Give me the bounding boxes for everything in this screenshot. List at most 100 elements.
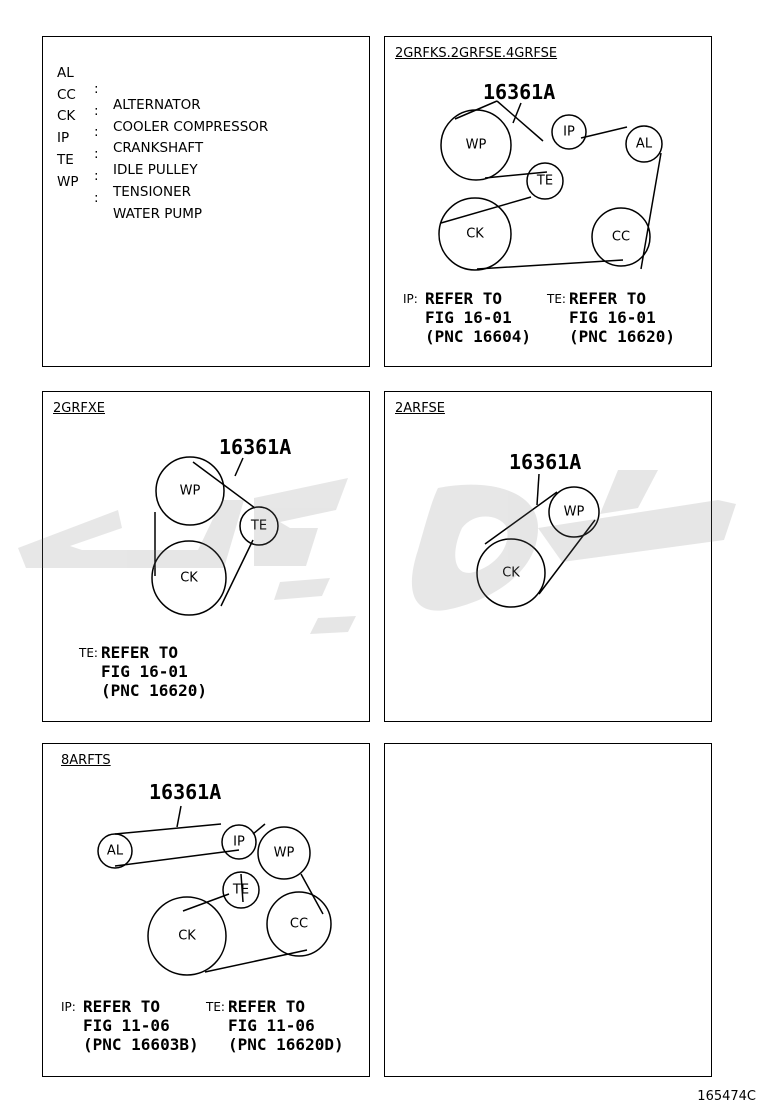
note-line: (PNC 16620)	[569, 327, 675, 346]
legend-name: CRANKSHAFT	[113, 140, 204, 156]
legend-colon: :	[94, 190, 99, 206]
pulley-label: IP	[563, 125, 575, 140]
note-line: (PNC 16603B)	[83, 1035, 199, 1054]
legend-row: CK : CRANKSHAFT	[57, 92, 203, 172]
reference-note: IP: REFER TO FIG 11-06 (PNC 16603B)	[61, 997, 201, 1057]
empty-panel	[384, 743, 712, 1077]
pulley-label: CK	[466, 227, 484, 242]
pulley-label: TE	[250, 519, 267, 534]
pulley-cc	[591, 207, 651, 267]
note-line: FIG 11-06	[228, 1016, 315, 1035]
legend-name: IDLE PULLEY	[113, 162, 198, 178]
note-line: REFER TO	[425, 289, 503, 308]
pulley-label: WP	[564, 505, 585, 520]
part-leader-line	[536, 473, 540, 506]
note-line: FIG 16-01	[569, 308, 656, 327]
legend-code: IP	[57, 130, 70, 146]
pulley-ck	[438, 197, 512, 271]
belt-diagram-panel: 2ARFSE WP CK 16361A	[384, 391, 712, 722]
pulley-label: TE	[232, 883, 249, 898]
belt-routing-diagram: WP IP AL TE CK CC 16361A	[438, 80, 663, 271]
legend-name: ALTERNATOR	[113, 97, 201, 113]
part-number: 16361A	[483, 80, 555, 104]
part-number: 16361A	[149, 780, 221, 804]
pulley-ip	[221, 824, 257, 860]
pulley-label: WP	[274, 846, 295, 861]
belt-routing-diagram: WP TE CK 16361A	[151, 435, 291, 616]
reference-note: IP: REFER TO FIG 16-01 (PNC 16604)	[403, 289, 543, 349]
pulley-te	[526, 162, 564, 200]
part-leader-line	[512, 102, 522, 124]
note-line: FIG 16-01	[425, 308, 512, 327]
note-line: (PNC 16620)	[101, 681, 207, 700]
note-line: REFER TO	[569, 289, 647, 308]
pulley-ip	[551, 114, 587, 150]
pulley-label: TE	[536, 174, 553, 189]
legend-row: TE : TENSIONER	[57, 136, 191, 216]
legend-name: COOLER COMPRESSOR	[113, 119, 269, 135]
reference-note: TE: REFER TO FIG 16-01 (PNC 16620)	[547, 289, 697, 349]
legend-colon: :	[94, 168, 99, 184]
legend-colon: :	[94, 81, 99, 97]
legend-colon: :	[94, 103, 99, 119]
pulley-label: WP	[466, 138, 487, 153]
legend-colon: :	[94, 146, 99, 162]
belt-diagram-panel: 2GRFKS.2GRFSE.4GRFSE WP IP AL TE CK CC 1…	[384, 36, 712, 367]
engine-code-title: 2ARFSE	[395, 401, 445, 416]
legend-row: CC : COOLER COMPRESSOR	[57, 71, 268, 151]
pulley-label: IP	[233, 835, 245, 850]
note-tag: IP:	[61, 1000, 76, 1014]
note-tag: TE:	[547, 292, 566, 306]
belt-diagram-panel: 2GRFXE WP TE CK 16361A TE: REFER TO FIG …	[42, 391, 370, 722]
belt-diagram-panel: 8ARFTS AL IP WP TE CK CC 16361A IP: REFE…	[42, 743, 370, 1077]
legend-code: WP	[57, 174, 79, 190]
pulley-ck	[147, 896, 227, 976]
legend-panel: AL : ALTERNATOR CC : COOLER COMPRESSOR C…	[42, 36, 370, 367]
pulley-wp	[548, 486, 600, 538]
pulley-cc	[266, 891, 332, 957]
engine-code-title: 8ARFTS	[61, 753, 111, 768]
drive-belt	[440, 100, 662, 270]
note-tag: TE:	[206, 1000, 225, 1014]
pulley-label: AL	[636, 137, 653, 152]
pulley-wp	[257, 826, 311, 880]
pulley-ck	[476, 538, 546, 608]
figure-id: 165474C	[697, 1089, 756, 1104]
pulley-al	[625, 125, 663, 163]
legend-code: TE	[57, 152, 74, 168]
drive-belt	[154, 461, 256, 607]
pulley-te	[222, 871, 260, 909]
note-line: REFER TO	[83, 997, 161, 1016]
legend-row: IP : IDLE PULLEY	[57, 114, 198, 194]
pulley-label: CK	[180, 571, 198, 586]
belt-routing-diagram: WP CK 16361A	[476, 450, 600, 608]
engine-code-title: 2GRFXE	[53, 401, 105, 416]
pulley-ck	[151, 540, 227, 616]
pulley-te	[239, 506, 279, 546]
pulley-label: CC	[612, 230, 630, 245]
pulley-wp	[155, 456, 225, 526]
legend-code: CC	[57, 87, 76, 103]
part-number: 16361A	[509, 450, 581, 474]
note-tag: TE:	[79, 646, 98, 660]
belt-routing-diagram: AL IP WP TE CK CC 16361A	[97, 780, 332, 976]
legend-name: WATER PUMP	[113, 206, 203, 222]
pulley-label: CC	[290, 917, 308, 932]
note-tag: IP:	[403, 292, 418, 306]
drive-belt	[484, 491, 596, 595]
legend-colon: :	[94, 124, 99, 140]
note-line: REFER TO	[228, 997, 306, 1016]
note-line: REFER TO	[101, 643, 179, 662]
legend-name: TENSIONER	[113, 184, 192, 200]
pulley-wp	[440, 109, 512, 181]
legend-code: CK	[57, 108, 76, 124]
note-line: FIG 11-06	[83, 1016, 170, 1035]
reference-note: TE: REFER TO FIG 16-01 (PNC 16620)	[79, 643, 239, 703]
pulley-label: AL	[107, 844, 124, 859]
pulley-label: CK	[178, 929, 196, 944]
engine-code-title: 2GRFKS.2GRFSE.4GRFSE	[395, 46, 558, 61]
legend-row: AL : ALTERNATOR	[57, 49, 201, 129]
note-line: (PNC 16620D)	[228, 1035, 344, 1054]
note-line: (PNC 16604)	[425, 327, 531, 346]
pulley-label: CK	[502, 566, 520, 581]
